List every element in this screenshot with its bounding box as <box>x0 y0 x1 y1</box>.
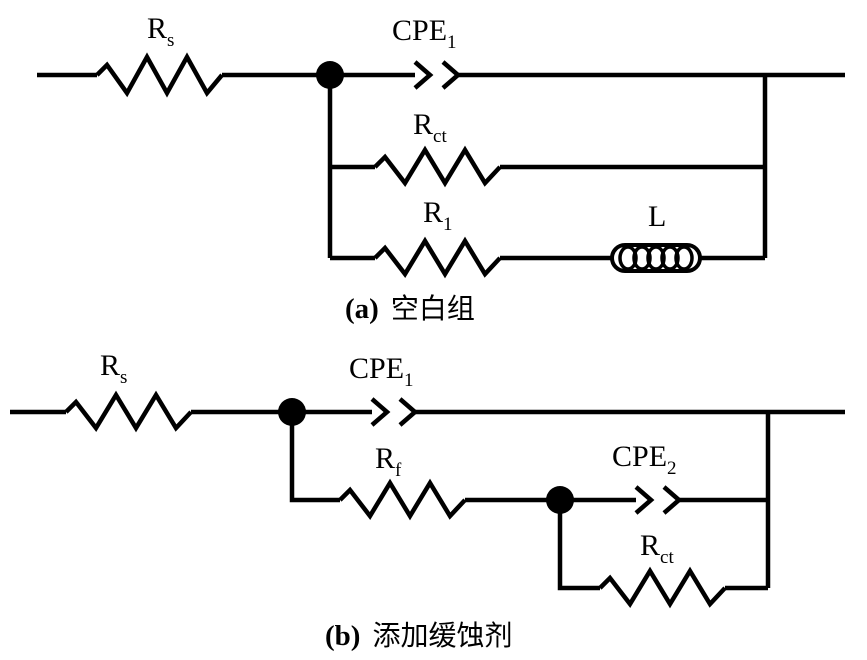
circuit-a-cpe1-plate-right <box>441 60 462 90</box>
circuit-b: Rs CPE1 Rf CPE2 Rct (b)添加缓蚀剂 <box>10 349 845 652</box>
circuit-b-rs-resistor <box>64 390 193 433</box>
circuit-a-rct-resistor <box>373 145 502 188</box>
circuit-b-cpe2-label: CPE2 <box>612 440 677 479</box>
circuit-b-rf-resistor <box>338 478 467 521</box>
circuit-a-caption: (a)空白组 <box>345 292 475 325</box>
circuit-b-cpe1-plate-left <box>370 397 391 427</box>
circuit-b-rf-label: Rf <box>375 442 402 481</box>
circuit-a-inductor <box>610 243 702 273</box>
circuit-a-rs-label: Rs <box>147 12 174 51</box>
circuit-a-r1-label: R1 <box>423 196 453 235</box>
circuit-b-rct-label: Rct <box>640 529 674 568</box>
circuit-a-r1-resistor <box>373 236 502 279</box>
circuit-b-inner-left-rail <box>557 500 600 591</box>
circuit-b-cpe1-label: CPE1 <box>349 352 414 391</box>
circuit-a-cpe1-plate-left <box>413 60 434 90</box>
circuit-b-cpe1-plate-right <box>398 397 419 427</box>
circuit-b-cpe2-plate-left <box>634 485 655 515</box>
circuit-a-rct-label: Rct <box>413 108 447 147</box>
circuit-b-rs-label: Rs <box>100 349 127 388</box>
circuit-a: Rs CPE1 Rct R1 L (a)空白组 <box>37 12 845 325</box>
circuit-b-cpe2-plate-right <box>662 485 683 515</box>
circuit-a-cpe1-label: CPE1 <box>392 14 457 53</box>
circuit-a-l-label: L <box>648 200 666 233</box>
circuit-b-caption: (b)添加缓蚀剂 <box>325 619 512 652</box>
circuit-b-rct-resistor <box>598 566 727 609</box>
circuit-b-left-rail <box>289 412 340 503</box>
circuit-a-rs-resistor <box>95 52 224 98</box>
